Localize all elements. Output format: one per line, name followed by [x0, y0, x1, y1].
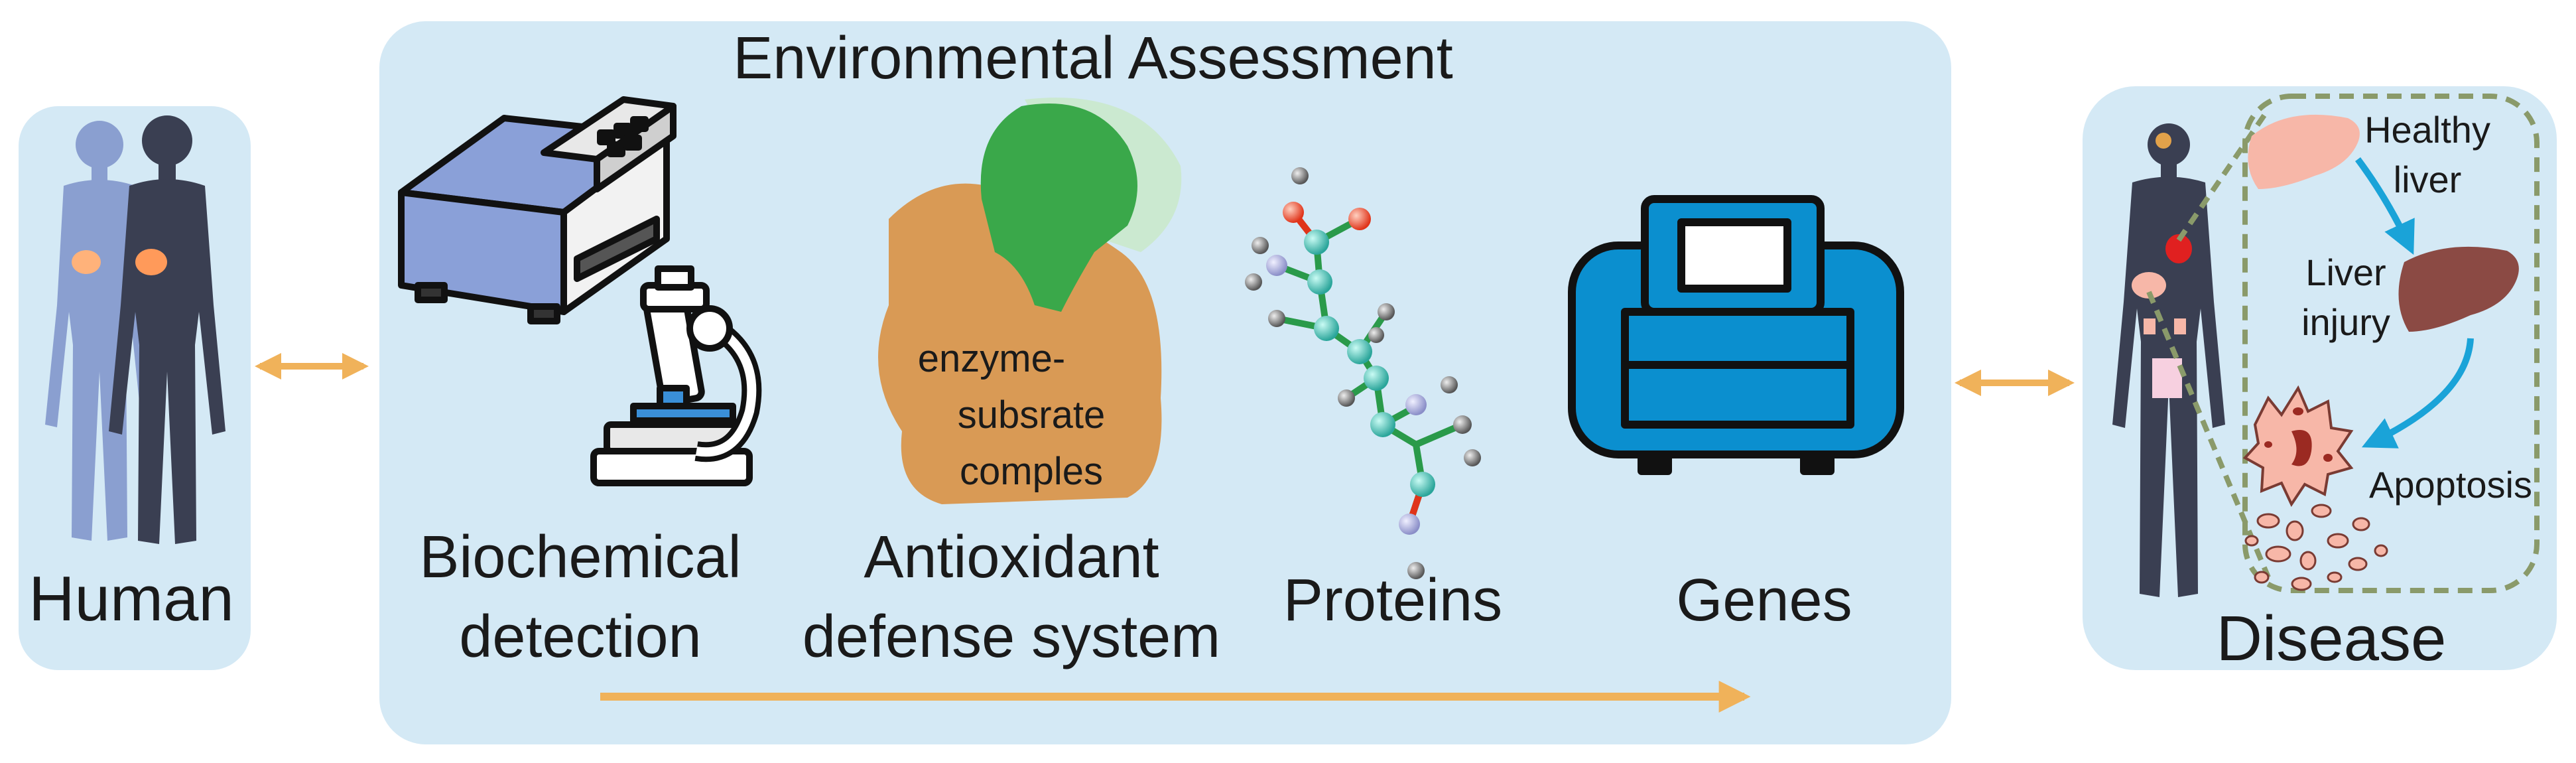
injury-label-line1: Liver — [2305, 251, 2386, 293]
antioxidant-label-line1: Antioxidant — [864, 524, 1159, 590]
healthy-label-line2: liver — [2394, 159, 2462, 200]
environmental-title: Environmental Assessment — [733, 25, 1453, 92]
biochemical-analyzer-icon — [398, 96, 676, 324]
injured-liver-icon — [2398, 246, 2519, 332]
injury-to-apoptosis-arrow — [2361, 338, 2474, 449]
apoptosis-label: Apoptosis — [2369, 464, 2532, 506]
genes-label: Genes — [1676, 567, 1852, 634]
human-panel: Human — [19, 106, 251, 670]
enzyme-label-line2: subsrate — [958, 393, 1105, 437]
gene-sequencer-icon — [1568, 195, 1904, 475]
apoptotic-cell-icon — [2242, 385, 2354, 508]
antioxidant-label-line2: defense system — [803, 604, 1220, 670]
enzyme-label-line1: enzyme- — [918, 337, 1065, 380]
healthy-liver-icon — [2248, 114, 2360, 189]
human-silhouette-dark-icon — [109, 115, 225, 544]
biochemical-label-line1: Biochemical — [419, 524, 741, 590]
enzyme-substrate-icon — [878, 98, 1182, 504]
microscope-icon — [590, 265, 762, 486]
healthy-to-injury-arrow — [2354, 157, 2415, 255]
zoom-line-top — [2176, 107, 2271, 242]
disease-human-silhouette-icon — [2112, 123, 2225, 597]
protein-molecule-icon — [1245, 167, 1481, 579]
disease-detail-box — [2242, 94, 2540, 593]
healthy-label-line1: Healthy — [2364, 109, 2490, 151]
cell-fragments-icon — [2244, 504, 2388, 591]
proteins-label: Proteins — [1283, 567, 1502, 634]
environmental-panel-bg — [379, 21, 1951, 744]
zoom-line-bottom — [2146, 291, 2271, 579]
human-label: Human — [29, 563, 233, 634]
environmental-panel: Environmental Assessment — [379, 21, 1951, 744]
biochemical-label-line2: detection — [459, 604, 701, 670]
disease-label: Disease — [2217, 603, 2447, 674]
disease-panel: Healthy liver Liver injury — [2083, 86, 2557, 674]
enzyme-label-line3: comples — [960, 450, 1103, 493]
injury-label-line2: injury — [2301, 301, 2390, 343]
